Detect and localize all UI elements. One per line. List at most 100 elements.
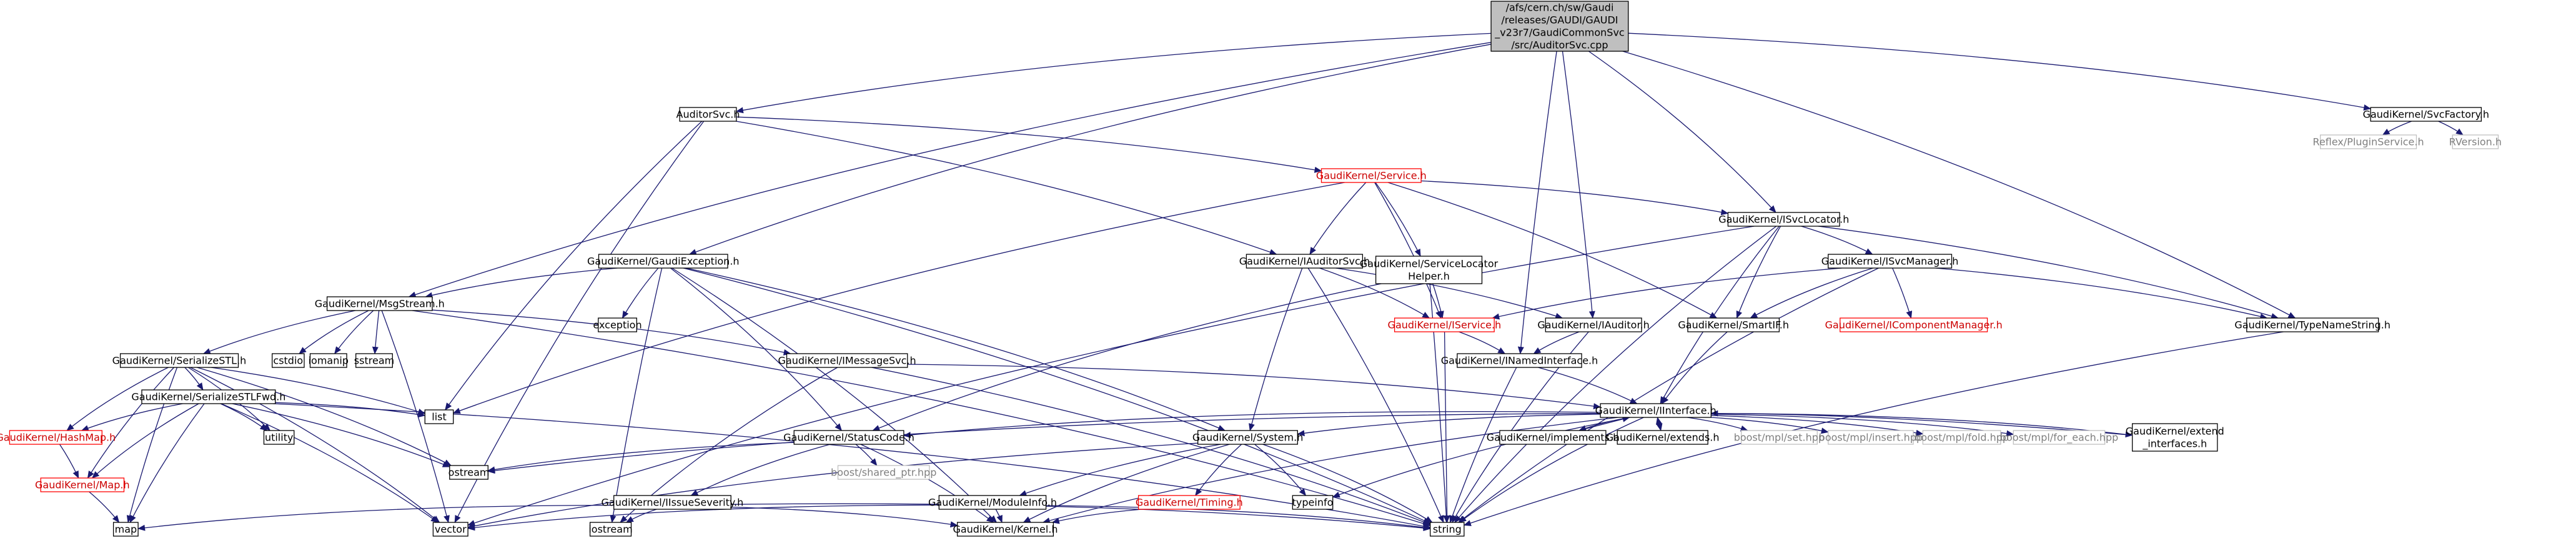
edge-isvcmanager-to-typenamestring [1935, 267, 2268, 320]
node-box [1828, 430, 1914, 445]
node-svcfactory[interactable]: GaudiKernel/SvcFactory.h [2363, 107, 2489, 122]
edge-layer [59, 32, 2464, 531]
node-auditorsvc_h[interactable]: AuditorSvc.h [676, 107, 740, 122]
node-box [112, 522, 139, 537]
node-implements[interactable]: GaudiKernel/implements.h [1487, 430, 1619, 445]
edge-system-to-string [1262, 444, 1433, 523]
node-label: GaudiKernel/TypeNameString.h [2234, 319, 2390, 331]
node-map_h[interactable]: GaudiKernel/Map.h [35, 477, 130, 492]
edge-root-to-inamedinterface [1517, 51, 1557, 354]
node-hashmap[interactable]: GaudiKernel/HashMap.h [0, 430, 116, 445]
node-box [424, 409, 454, 424]
node-imessagesvc[interactable]: GaudiKernel/IMessageSvc.h [778, 353, 916, 368]
node-iauditorsvc[interactable]: GaudiKernel/IAuditorSvc.h [1239, 254, 1370, 269]
node-string[interactable]: string [1430, 522, 1465, 537]
node-timing[interactable]: GaudiKernel/Timing.h [1136, 495, 1243, 510]
node-sstream[interactable]: sstream [354, 353, 394, 368]
node-box [449, 465, 488, 480]
edge-system-to-typeinfo [1254, 444, 1307, 496]
edge-serializestl-to-list [211, 367, 426, 415]
node-label: GaudiKernel/GaudiException.h [587, 256, 740, 267]
node-serializestl[interactable]: GaudiKernel/SerializeSTL.h [112, 353, 247, 368]
edge-gaudiexception-to-statuscode [670, 267, 843, 431]
edge-iissueseverity-to-iostream [625, 509, 657, 523]
node-cstdio[interactable]: cstdio [272, 353, 305, 368]
node-box [2320, 134, 2417, 149]
node-reflex: Reflex/PluginService.h [2313, 134, 2424, 149]
node-label: vector [435, 524, 467, 536]
edge-root-to-typenamestring [1622, 51, 2296, 319]
node-label: GaudiKernel/ISvcLocator.h [1718, 214, 1849, 226]
node-iostream[interactable]: iostream [588, 522, 633, 537]
edge-moduleinfo-to-vector [467, 504, 939, 531]
node-kernel[interactable]: GaudiKernel/Kernel.h [953, 522, 1058, 537]
node-isvcmanager[interactable]: GaudiKernel/ISvcManager.h [1821, 254, 1959, 269]
node-inamedinterface[interactable]: GaudiKernel/INamedInterface.h [1441, 353, 1598, 368]
node-iservice[interactable]: GaudiKernel/IService.h [1388, 317, 1502, 332]
node-utility[interactable]: utility [263, 430, 295, 445]
edge-servicelocatorhelper-to-iservice [1432, 283, 1444, 319]
node-box [793, 430, 904, 445]
edge-root-to-auditorsvc_h [735, 32, 1492, 114]
node-label: /afs/cern.ch/sw/Gaudi [1506, 2, 1614, 14]
node-label: GaudiKernel/INamedInterface.h [1441, 355, 1598, 367]
node-label: GaudiKernel/Timing.h [1136, 497, 1243, 509]
node-label: GaudiKernel/IService.h [1388, 319, 1502, 331]
node-smartif[interactable]: GaudiKernel/SmartIF.h [1678, 317, 1789, 332]
node-extends[interactable]: GaudiKernel/extends.h [1606, 430, 1720, 445]
node-box [1741, 430, 1818, 445]
node-box [1430, 522, 1465, 537]
edge-inamedinterface-to-string [1449, 367, 1517, 523]
node-extendinterfaces[interactable]: GaudiKernel/extend_interfaces.h [2126, 423, 2224, 452]
edge-root-to-iauditor [1562, 51, 1595, 319]
node-mplset: boost/mpl/set.hpp [1734, 430, 1825, 445]
node-list[interactable]: list [424, 409, 454, 424]
node-box [1687, 317, 1780, 332]
node-box [1828, 254, 1953, 269]
node-root[interactable]: /afs/cern.ch/sw/Gaudi/releases/GAUDI/GAU… [1490, 1, 1629, 52]
node-gaudiexception[interactable]: GaudiKernel/GaudiException.h [587, 254, 740, 269]
node-vector[interactable]: vector [432, 522, 468, 537]
node-msgstream[interactable]: GaudiKernel/MsgStream.h [315, 296, 445, 311]
edge-serializestl-to-hashmap [66, 367, 169, 431]
node-typenamestring[interactable]: GaudiKernel/TypeNameString.h [2234, 317, 2390, 332]
node-box [837, 465, 930, 480]
edge-isvclocator-to-string [1454, 226, 1777, 523]
node-label: boost/mpl/set.hpp [1734, 432, 1825, 444]
node-iauditor[interactable]: GaudiKernel/IAuditor.h [1537, 317, 1650, 332]
node-statuscode[interactable]: GaudiKernel/StatusCode.h [783, 430, 914, 445]
edge-iauditorsvc-to-string [1307, 267, 1444, 523]
edge-serializestlfwd-to-ostream [232, 403, 450, 467]
edge-iauditorsvc-to-iservice [1319, 267, 1430, 319]
node-map[interactable]: map [112, 522, 139, 537]
edge-gaudiexception-to-iostream [610, 267, 663, 523]
node-isvclocator[interactable]: GaudiKernel/ISvcLocator.h [1718, 212, 1849, 227]
node-exception[interactable]: exception [593, 317, 642, 332]
node-ostream[interactable]: ostream [448, 465, 490, 480]
edge-iissueseverity-to-string [731, 503, 1431, 531]
edge-iinterface-to-kernel [1042, 417, 1618, 524]
node-serializestlfwd[interactable]: GaudiKernel/SerializeSTLFwd.h [131, 389, 285, 404]
node-moduleinfo[interactable]: GaudiKernel/ModuleInfo.h [928, 495, 1057, 510]
edge-serializestlfwd-to-utility [220, 403, 268, 431]
edge-serializestl-to-serializestlfwd [184, 367, 204, 391]
node-iinterface[interactable]: GaudiKernel/IInterface.h [1595, 403, 1717, 418]
node-service[interactable]: GaudiKernel/Service.h [1316, 168, 1427, 183]
node-box [141, 389, 276, 404]
node-box [272, 353, 305, 368]
node-icomponentmanager[interactable]: GaudiKernel/IComponentManager.h [1825, 317, 2003, 332]
node-label: sstream [354, 355, 394, 367]
node-label: _interfaces.h [2142, 438, 2207, 451]
node-typeinfo[interactable]: typeinfo [1292, 495, 1334, 510]
edge-serializestl-to-map [126, 367, 178, 523]
node-sharedptr: boost/shared_ptr.hpp [831, 465, 936, 480]
node-system[interactable]: GaudiKernel/System.h [1192, 430, 1304, 445]
node-box [326, 296, 433, 311]
edge-auditorsvc_h-to-service [736, 116, 1322, 173]
node-label: GaudiKernel/MsgStream.h [315, 298, 445, 310]
node-label: boost/mpl/insert.hpp [1819, 432, 1923, 444]
node-iissueseverity[interactable]: GaudiKernel/IIssueSeverity.h [602, 495, 744, 510]
node-iomanip[interactable]: iomanip [309, 353, 349, 368]
node-mplinsert: boost/mpl/insert.hpp [1819, 430, 1923, 445]
